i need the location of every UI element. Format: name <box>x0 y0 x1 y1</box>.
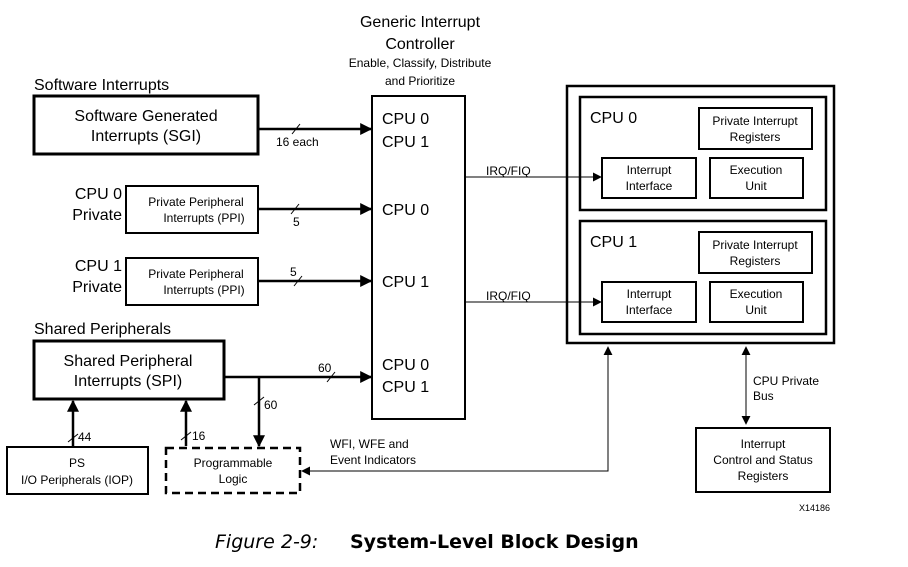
cpu1-private-interrupt-registers <box>698 231 813 274</box>
irq1-label: IRQ/FIQ <box>486 289 531 303</box>
cpu1-if-line2: Interface <box>626 303 673 317</box>
cpu0-private-line1: CPU 0 <box>75 186 122 203</box>
cpu0-if-line1: Interrupt <box>627 163 672 177</box>
ppi0-box <box>125 185 259 234</box>
pl-bus-width: 60 <box>264 398 278 412</box>
iop-bus-width: 44 <box>78 430 92 444</box>
ppi0-bus-slash <box>290 203 300 215</box>
cpu1-execution-unit <box>709 281 804 323</box>
cpu-bus-label-line2: Bus <box>753 389 774 403</box>
programmable-logic-box <box>164 446 302 495</box>
ppi1-label-line2: Interrupts (PPI) <box>163 283 244 297</box>
icsr-line1: Interrupt <box>741 437 786 451</box>
irq0-label: IRQ/FIQ <box>486 164 531 178</box>
gic-title-line2: Controller <box>385 36 455 53</box>
cpu1-pir-line1: Private Interrupt <box>712 238 798 252</box>
cpu1-private-line1: CPU 1 <box>75 258 122 275</box>
pl-bus-slash <box>253 396 265 406</box>
cpu1-box <box>578 219 828 336</box>
pl-in-bus-width: 16 <box>192 429 206 443</box>
icsr-line2: Control and Status <box>713 453 812 467</box>
cpu0-execution-unit <box>709 157 804 199</box>
wfi-event-arrow <box>301 346 613 476</box>
cpu0-private-line2: Private <box>72 207 122 224</box>
cpu0-label: CPU 0 <box>590 110 637 127</box>
ppi0-label-line1: Private Peripheral <box>148 195 243 209</box>
ppi1-label-line1: Private Peripheral <box>148 267 243 281</box>
icsr-box <box>695 427 831 493</box>
ppi1-bus-slash <box>293 275 303 287</box>
sgi-bus-width: 16 each <box>276 135 319 149</box>
cpu1-interrupt-interface <box>601 281 697 323</box>
cpu1-label: CPU 1 <box>590 234 637 251</box>
gic-port-cpu0-sgi: CPU 0 <box>382 111 429 128</box>
shared-peripherals-heading: Shared Peripherals <box>34 321 171 338</box>
cpu-bus-label-line1: CPU Private <box>753 374 819 388</box>
cpu1-if-line1: Interrupt <box>627 287 672 301</box>
wfi-label-line1: WFI, WFE and <box>330 437 409 451</box>
cpu0-eu-line2: Unit <box>745 179 767 193</box>
cpu0-if-line2: Interface <box>626 179 673 193</box>
gic-port-cpu0-spi: CPU 0 <box>382 357 429 374</box>
pl-label-line2: Logic <box>219 472 248 486</box>
gic-port-cpu1-sgi: CPU 1 <box>382 134 429 151</box>
cpu-cluster-box <box>565 84 836 345</box>
gic-port-cpu1-spi: CPU 1 <box>382 379 429 396</box>
cpu1-pir-line2: Registers <box>730 254 781 268</box>
sgi-box <box>32 94 260 156</box>
sgi-label-line2: Interrupts (SGI) <box>91 128 201 145</box>
ppi0-label-line2: Interrupts (PPI) <box>163 211 244 225</box>
figure-number: Figure 2-9: <box>215 531 318 553</box>
cpu0-pir-line2: Registers <box>730 130 781 144</box>
pl-label-line1: Programmable <box>194 456 273 470</box>
cpu0-box <box>578 95 828 212</box>
iop-box <box>6 446 149 495</box>
cpu1-private-line2: Private <box>72 279 122 296</box>
cpu0-private-interrupt-registers <box>698 107 813 150</box>
spi-bus-width: 60 <box>318 361 332 375</box>
iop-label-line1: PS <box>69 456 85 470</box>
spi-box <box>32 339 226 401</box>
spi-label-line2: Interrupts (SPI) <box>74 373 182 390</box>
cpu0-pir-line1: Private Interrupt <box>712 114 798 128</box>
iop-label-line2: I/O Peripherals (IOP) <box>21 473 133 487</box>
figure-title: System-Level Block Design <box>350 531 639 553</box>
spi-label-line1: Shared Peripheral <box>64 353 193 370</box>
figure-code: X14186 <box>799 503 830 513</box>
gic-subtitle-line1: Enable, Classify, Distribute <box>349 56 492 70</box>
sgi-label-line1: Software Generated <box>74 108 217 125</box>
icsr-line3: Registers <box>738 469 789 483</box>
sgi-bus-slash <box>291 123 301 135</box>
ppi1-box <box>125 257 259 306</box>
cpu1-eu-line2: Unit <box>745 303 767 317</box>
software-interrupts-heading: Software Interrupts <box>34 77 169 94</box>
gic-port-cpu0-ppi: CPU 0 <box>382 202 429 219</box>
cpu0-eu-line1: Execution <box>730 163 783 177</box>
ppi0-bus-width: 5 <box>293 215 300 229</box>
cpu1-eu-line1: Execution <box>730 287 783 301</box>
pl-in-bus-slash <box>180 431 192 441</box>
ppi1-bus-width: 5 <box>290 265 297 279</box>
wfi-label-line2: Event Indicators <box>330 453 416 467</box>
gic-title-line1: Generic Interrupt <box>360 14 481 31</box>
gic-subtitle-line2: and Prioritize <box>385 74 455 88</box>
cpu0-interrupt-interface <box>601 157 697 199</box>
gic-port-cpu1-ppi: CPU 1 <box>382 274 429 291</box>
iop-bus-slash <box>67 433 79 443</box>
